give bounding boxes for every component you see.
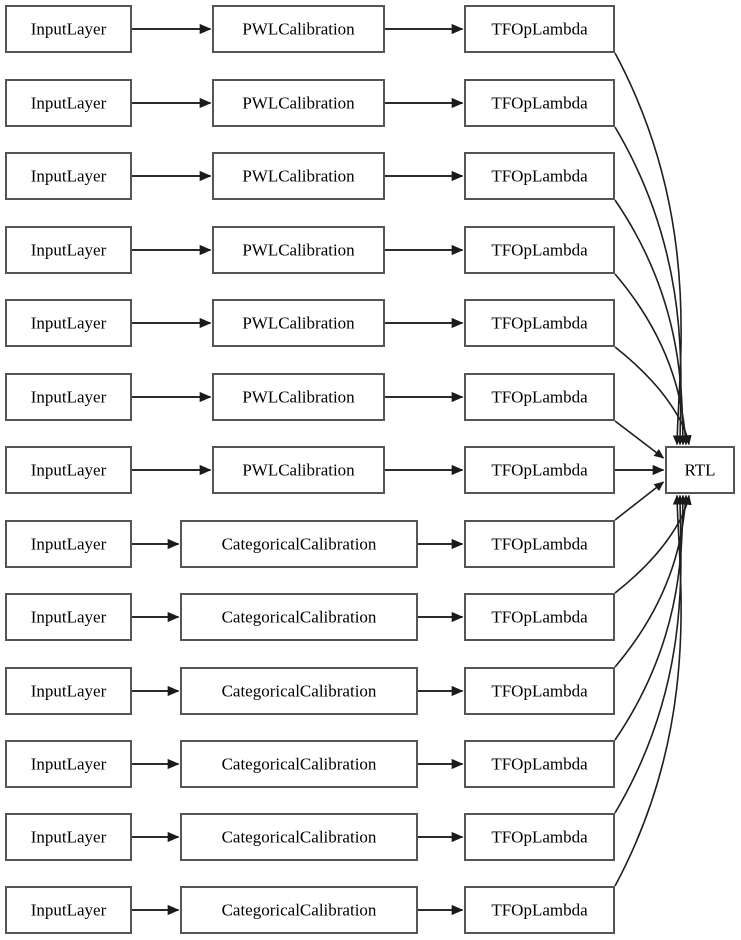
node-tfoplambda-5[interactable]: TFOpLambda bbox=[464, 373, 615, 421]
node-input-layer-3-label: InputLayer bbox=[30, 240, 107, 259]
node-calibration-7-label: CategoricalCalibration bbox=[221, 534, 377, 553]
node-tfoplambda-11-label: TFOpLambda bbox=[491, 827, 588, 846]
node-input-layer-8[interactable]: InputLayer bbox=[5, 593, 132, 641]
edge-lambda-to-rtl-5 bbox=[614, 420, 665, 459]
node-input-layer-7-label: InputLayer bbox=[30, 534, 107, 553]
node-input-layer-12[interactable]: InputLayer bbox=[5, 886, 132, 934]
edge-lambda-to-rtl-4 bbox=[614, 346, 692, 446]
node-calibration-6-label: PWLCalibration bbox=[242, 460, 355, 479]
node-calibration-8[interactable]: CategoricalCalibration bbox=[180, 593, 418, 641]
node-calibration-9-label: CategoricalCalibration bbox=[221, 681, 377, 700]
node-input-layer-11-label: InputLayer bbox=[30, 827, 107, 846]
edge-lambda-to-rtl-8 bbox=[614, 494, 692, 594]
node-input-layer-2-label: InputLayer bbox=[30, 166, 107, 185]
node-tfoplambda-9[interactable]: TFOpLambda bbox=[464, 667, 615, 715]
node-tfoplambda-3-label: TFOpLambda bbox=[491, 240, 588, 259]
node-tfoplambda-12-label: TFOpLambda bbox=[491, 900, 588, 919]
node-input-layer-9-label: InputLayer bbox=[30, 681, 107, 700]
node-calibration-4[interactable]: PWLCalibration bbox=[212, 299, 385, 347]
edge-lambda-to-rtl-1 bbox=[614, 126, 685, 446]
node-tfoplambda-10-label: TFOpLambda bbox=[491, 754, 588, 773]
node-calibration-3[interactable]: PWLCalibration bbox=[212, 226, 385, 274]
node-calibration-4-label: PWLCalibration bbox=[242, 313, 355, 332]
node-tfoplambda-4[interactable]: TFOpLambda bbox=[464, 299, 615, 347]
node-input-layer-8-label: InputLayer bbox=[30, 607, 107, 626]
edge-lambda-to-rtl-3 bbox=[614, 273, 690, 446]
node-input-layer-2[interactable]: InputLayer bbox=[5, 152, 132, 200]
edge-lambda-to-rtl-7 bbox=[614, 481, 665, 521]
node-tfoplambda-7-label: TFOpLambda bbox=[491, 534, 588, 553]
node-tfoplambda-1-label: TFOpLambda bbox=[491, 93, 588, 112]
node-calibration-8-label: CategoricalCalibration bbox=[221, 607, 377, 626]
node-tfoplambda-3[interactable]: TFOpLambda bbox=[464, 226, 615, 274]
node-calibration-5-label: PWLCalibration bbox=[242, 387, 355, 406]
node-calibration-6[interactable]: PWLCalibration bbox=[212, 446, 385, 494]
node-input-layer-10-label: InputLayer bbox=[30, 754, 107, 773]
node-input-layer-11[interactable]: InputLayer bbox=[5, 813, 132, 861]
node-rtl[interactable]: RTL bbox=[665, 446, 735, 494]
edge-lambda-to-rtl-2 bbox=[614, 199, 688, 446]
edge-lambda-to-rtl-12 bbox=[614, 494, 682, 887]
node-input-layer-3[interactable]: InputLayer bbox=[5, 226, 132, 274]
node-calibration-1[interactable]: PWLCalibration bbox=[212, 79, 385, 127]
node-rtl-label: RTL bbox=[684, 460, 716, 479]
edge-lambda-to-rtl-10 bbox=[614, 494, 688, 741]
node-calibration-12[interactable]: CategoricalCalibration bbox=[180, 886, 418, 934]
node-calibration-12-label: CategoricalCalibration bbox=[221, 900, 377, 919]
node-tfoplambda-12[interactable]: TFOpLambda bbox=[464, 886, 615, 934]
node-calibration-5[interactable]: PWLCalibration bbox=[212, 373, 385, 421]
node-tfoplambda-6-label: TFOpLambda bbox=[491, 460, 588, 479]
node-calibration-11-label: CategoricalCalibration bbox=[221, 827, 377, 846]
edge-lambda-to-rtl-11 bbox=[614, 494, 685, 814]
node-tfoplambda-9-label: TFOpLambda bbox=[491, 681, 588, 700]
node-tfoplambda-5-label: TFOpLambda bbox=[491, 387, 588, 406]
node-input-layer-0[interactable]: InputLayer bbox=[5, 5, 132, 53]
node-calibration-1-label: PWLCalibration bbox=[242, 93, 355, 112]
node-input-layer-12-label: InputLayer bbox=[30, 900, 107, 919]
node-input-layer-6-label: InputLayer bbox=[30, 460, 107, 479]
node-tfoplambda-11[interactable]: TFOpLambda bbox=[464, 813, 615, 861]
node-input-layer-7[interactable]: InputLayer bbox=[5, 520, 132, 568]
node-calibration-0-label: PWLCalibration bbox=[242, 19, 355, 38]
node-tfoplambda-4-label: TFOpLambda bbox=[491, 313, 588, 332]
node-tfoplambda-10[interactable]: TFOpLambda bbox=[464, 740, 615, 788]
node-calibration-2[interactable]: PWLCalibration bbox=[212, 152, 385, 200]
node-tfoplambda-8[interactable]: TFOpLambda bbox=[464, 593, 615, 641]
node-calibration-0[interactable]: PWLCalibration bbox=[212, 5, 385, 53]
node-tfoplambda-2-label: TFOpLambda bbox=[491, 166, 588, 185]
node-calibration-9[interactable]: CategoricalCalibration bbox=[180, 667, 418, 715]
node-input-layer-10[interactable]: InputLayer bbox=[5, 740, 132, 788]
node-input-layer-6[interactable]: InputLayer bbox=[5, 446, 132, 494]
node-tfoplambda-6[interactable]: TFOpLambda bbox=[464, 446, 615, 494]
node-input-layer-0-label: InputLayer bbox=[30, 19, 107, 38]
node-input-layer-4[interactable]: InputLayer bbox=[5, 299, 132, 347]
node-calibration-11[interactable]: CategoricalCalibration bbox=[180, 813, 418, 861]
node-input-layer-5[interactable]: InputLayer bbox=[5, 373, 132, 421]
node-tfoplambda-8-label: TFOpLambda bbox=[491, 607, 588, 626]
node-input-layer-9[interactable]: InputLayer bbox=[5, 667, 132, 715]
node-calibration-10[interactable]: CategoricalCalibration bbox=[180, 740, 418, 788]
node-calibration-10-label: CategoricalCalibration bbox=[221, 754, 377, 773]
node-tfoplambda-2[interactable]: TFOpLambda bbox=[464, 152, 615, 200]
node-tfoplambda-7[interactable]: TFOpLambda bbox=[464, 520, 615, 568]
node-tfoplambda-0[interactable]: TFOpLambda bbox=[464, 5, 615, 53]
node-input-layer-1[interactable]: InputLayer bbox=[5, 79, 132, 127]
node-input-layer-5-label: InputLayer bbox=[30, 387, 107, 406]
edge-lambda-to-rtl-9 bbox=[614, 494, 690, 668]
edge-lambda-to-rtl-0 bbox=[614, 52, 682, 446]
node-tfoplambda-0-label: TFOpLambda bbox=[491, 19, 588, 38]
node-input-layer-4-label: InputLayer bbox=[30, 313, 107, 332]
node-calibration-3-label: PWLCalibration bbox=[242, 240, 355, 259]
node-calibration-7[interactable]: CategoricalCalibration bbox=[180, 520, 418, 568]
node-calibration-2-label: PWLCalibration bbox=[242, 166, 355, 185]
node-tfoplambda-1[interactable]: TFOpLambda bbox=[464, 79, 615, 127]
node-input-layer-1-label: InputLayer bbox=[30, 93, 107, 112]
